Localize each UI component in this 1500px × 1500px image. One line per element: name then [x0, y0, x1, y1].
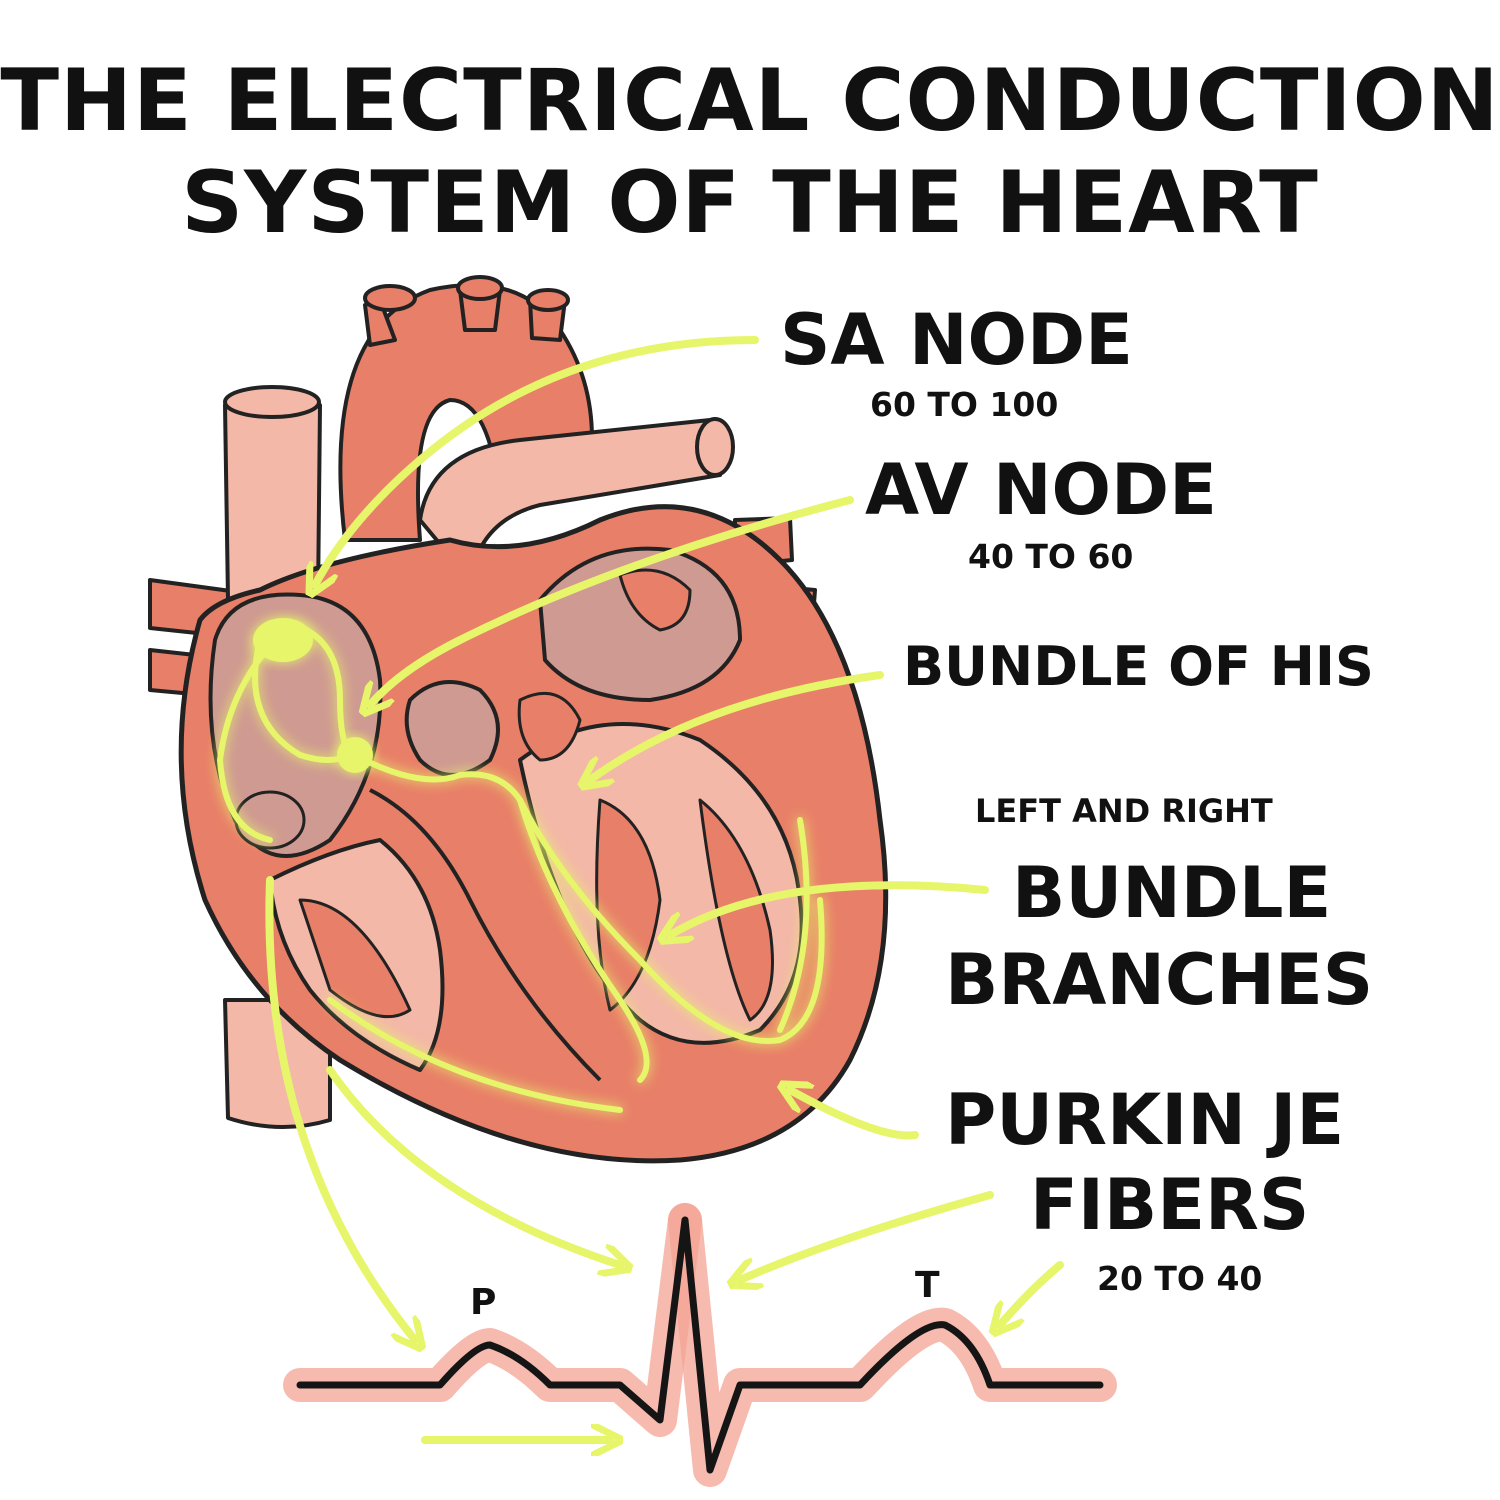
label-purkinje-rate: 20 TO 40 [1097, 1259, 1263, 1298]
left-bundle-branch [517, 797, 825, 1044]
right-bundle-branch [517, 797, 650, 1083]
label-purkinje-bottom: FIBERS [1030, 1164, 1310, 1246]
ecg-band-right [668, 1203, 1117, 1487]
arrow-heart-to-qrs [326, 1066, 620, 1265]
label-bundle-of-his: BUNDLE OF HIS [903, 635, 1374, 698]
label-sa-node: SA NODE [780, 299, 1133, 381]
aortic-valve [404, 680, 500, 777]
internodal-pathway-3 [252, 637, 353, 763]
internodal-pathway-1 [216, 622, 293, 843]
title-line-2: SYSTEM OF THE HEART [181, 153, 1319, 253]
label-av-rate: 40 TO 60 [968, 537, 1134, 576]
label-branches-mid: BUNDLE [1012, 852, 1332, 934]
sa-node-dot [253, 618, 313, 662]
label-purkinje-top: PURKIN JE [945, 1079, 1345, 1161]
label-arrows [265, 336, 1064, 1440]
papillary-muscle-right [298, 898, 412, 1019]
ecg-t-label: T [915, 1265, 940, 1306]
arrow-av-node [370, 496, 854, 705]
left-pulmonary-opening [618, 568, 692, 632]
av-node-dot [337, 737, 373, 773]
label-branches-top: LEFT AND RIGHT [975, 792, 1273, 830]
arrow-bundle-his [590, 671, 884, 780]
septum [369, 788, 602, 1082]
left-purkinje [777, 817, 810, 1033]
arrow-bundle-branches [670, 881, 989, 935]
arrow-to-t-wave [1000, 1261, 1064, 1325]
right-purkinje [327, 997, 623, 1113]
papillary-muscle-left-1 [595, 798, 662, 1012]
label-sa-rate: 60 TO 100 [870, 385, 1059, 424]
ecg-p-label: P [470, 1282, 497, 1323]
arrow-purkinje-to-ecg [740, 1191, 994, 1280]
ecg-trace [296, 1216, 1104, 1474]
ecg-strip [283, 1203, 1117, 1487]
arrow-to-p-wave [265, 876, 415, 1340]
label-av-node: AV NODE [865, 449, 1217, 531]
arrow-sa-node [315, 336, 759, 585]
title-line-1: THE ELECTRICAL CONDUCTION [0, 51, 1500, 151]
label-branches-bottom: BRANCHES [945, 939, 1374, 1021]
arrow-purkinje [790, 1090, 919, 1140]
conduction-system [216, 622, 825, 1113]
bundle-of-his-path [352, 752, 523, 803]
mitral-valve [517, 691, 582, 762]
